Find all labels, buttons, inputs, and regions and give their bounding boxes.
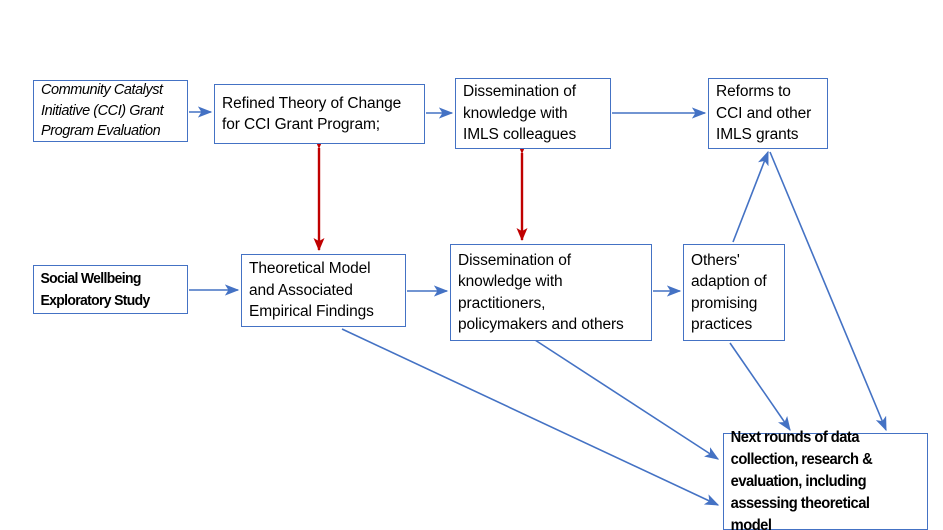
connector-reforms-area-to-next-rounds <box>769 151 887 432</box>
node-dissemination-imls-colleagues[interactable]: Dissemination of knowledge with IMLS col… <box>455 78 611 149</box>
node-others-adaption-promising-practices[interactable]: Others' adaption of promising practices <box>683 244 785 341</box>
node-label: Dissemination of knowledge with IMLS col… <box>463 83 577 144</box>
node-refined-theory-of-change[interactable]: Refined Theory of Change for CCI Grant P… <box>214 84 425 144</box>
node-label: Refined Theory of Change for CCI Grant P… <box>222 94 402 133</box>
node-cci-grant-program-evaluation[interactable]: Community Catalyst Initiative (CCI) Gran… <box>33 80 188 142</box>
node-reforms-cci-imls-grants[interactable]: Reforms to CCI and other IMLS grants <box>708 78 828 149</box>
node-label: Theoretical Model and Associated Empiric… <box>249 260 374 321</box>
connector-theoretical-model-to-next-rounds <box>341 328 720 506</box>
connector-practitioner-dissemination-to-next-rounds <box>534 339 720 460</box>
node-next-rounds-of-data[interactable]: Next rounds of data collection, research… <box>723 429 928 530</box>
node-social-wellbeing-exploratory-study[interactable]: Social Wellbeing Exploratory Study <box>33 265 188 314</box>
node-label: Dissemination of knowledge with practiti… <box>458 251 624 333</box>
node-dissemination-practitioners-policymakers[interactable]: Dissemination of knowledge with practiti… <box>450 244 652 341</box>
node-label: Next rounds of data collection, research… <box>730 428 873 530</box>
node-theoretical-model-empirical-findings[interactable]: Theoretical Model and Associated Empiric… <box>241 254 406 327</box>
node-label: Community Catalyst Initiative (CCI) Gran… <box>41 82 164 140</box>
connector-others-adaption-to-next-rounds <box>729 342 791 432</box>
node-label: Others' adaption of promising practices <box>691 251 767 333</box>
node-label: Social Wellbeing Exploratory Study <box>40 269 151 309</box>
connector-others-adaption-to-reforms <box>732 150 769 243</box>
node-label: Reforms to CCI and other IMLS grants <box>716 83 812 144</box>
